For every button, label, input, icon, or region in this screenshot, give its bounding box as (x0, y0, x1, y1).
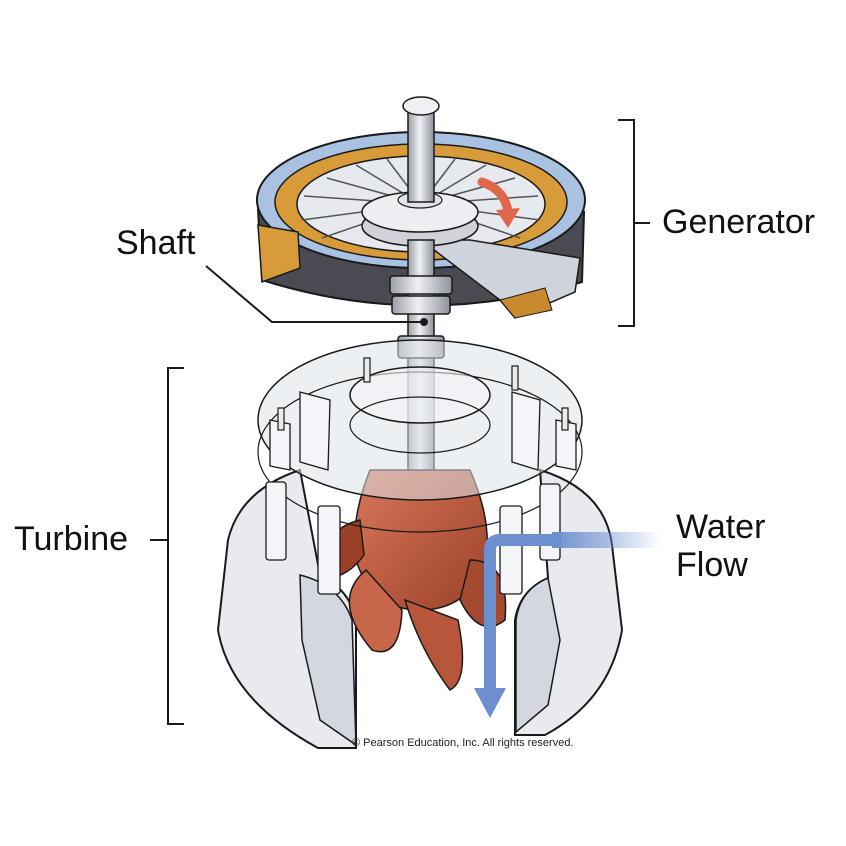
shaft-cap (402, 96, 440, 116)
turbine-bracket (167, 367, 184, 725)
turbine-inner-ring-lower (349, 396, 491, 454)
generator-label: Generator (662, 203, 816, 241)
shaft-label: Shaft (116, 224, 196, 262)
turbine-runner-blade-1 (348, 568, 403, 653)
annotation-lines (150, 119, 650, 725)
turbine-posts (277, 357, 569, 431)
copyright-notice: © Pearson Education, Inc. All rights res… (352, 737, 574, 749)
water-flow-label-line2: Flow (676, 546, 748, 584)
shaft-top (407, 107, 435, 203)
water-flow-inlet (552, 532, 662, 548)
turbine-label: Turbine (14, 520, 129, 558)
generator-cut-edge (499, 287, 553, 319)
generator-front-cut (257, 224, 301, 284)
turbine-wicket-gates (265, 391, 577, 595)
turbine-inner-ring (349, 366, 491, 424)
turbine-casing-left-inner (299, 574, 357, 747)
turbine-runner-blade-2 (403, 598, 464, 691)
turbine-casing-right-inner (515, 576, 561, 734)
shaft-coupling-2 (391, 295, 451, 315)
shaft-coupling-1 (389, 275, 453, 295)
generator-bracket (618, 119, 635, 327)
water-flow-label-line1: Water (676, 508, 766, 546)
shaft-pointer-dot (420, 318, 428, 326)
water-flow-arrowhead (474, 688, 506, 718)
shaft-leader (205, 265, 420, 323)
turbine-runner-blade-3 (459, 559, 507, 628)
water-flow-path (484, 534, 560, 690)
rotation-arrowhead (496, 208, 520, 228)
turbine (216, 339, 662, 749)
rotation-arrow (477, 177, 513, 217)
